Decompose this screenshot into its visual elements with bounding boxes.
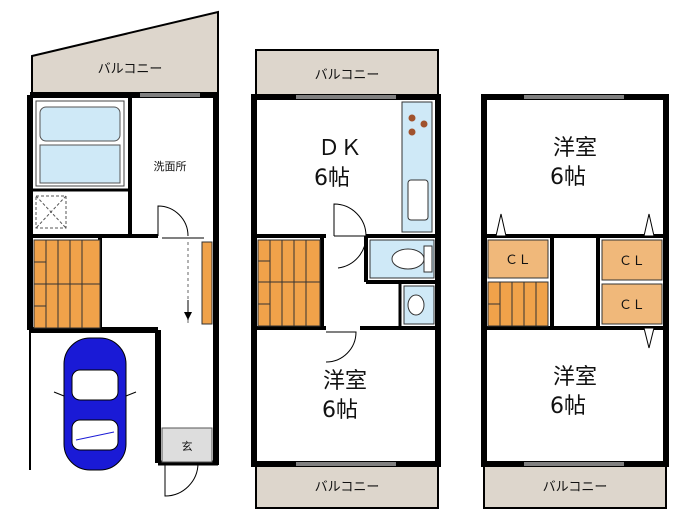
floor2-stair-treads <box>258 240 307 326</box>
floor3-stair-treads <box>488 282 537 326</box>
floor2-balcony-top-label: バルコニー <box>315 68 380 83</box>
bath-floor <box>39 144 121 184</box>
floor1-stair-treads <box>34 240 83 328</box>
entrance-door <box>164 462 199 497</box>
floor-3: バルコニー 洋室 6帖 ＣＬ ＣＬ ＣＬ 洋室 6帖 <box>481 94 669 509</box>
floor2-balcony-bottom <box>255 463 439 509</box>
toilet-bowl <box>391 248 425 270</box>
floor-2: バルコニー バルコニー ＤＫ 6帖 <box>251 49 441 509</box>
room2-label-line2: 6帖 <box>322 398 358 423</box>
room3-top-line2: 6帖 <box>550 165 586 190</box>
toilet-door <box>334 235 367 269</box>
room3-top-line1: 洋室 <box>553 136 597 161</box>
dk-door <box>333 203 367 237</box>
room-door <box>325 331 357 363</box>
floor3-balcony-label: バルコニー <box>543 480 608 495</box>
closet-door-mark <box>643 213 655 237</box>
floor1-balcony-label: バルコニー <box>98 62 163 77</box>
washroom-door <box>157 205 189 237</box>
closet-door-mark <box>495 213 507 237</box>
stove-burner <box>420 120 428 128</box>
floor1-balcony <box>31 10 219 96</box>
room3-bottom-line2: 6帖 <box>550 394 586 419</box>
washing-machine-space <box>35 195 67 229</box>
dk-label-line1: ＤＫ <box>318 136 362 161</box>
toilet-tank <box>423 245 433 273</box>
room3-bottom-line1: 洋室 <box>553 365 597 390</box>
sink <box>407 179 429 221</box>
closet-right-bottom <box>601 283 663 325</box>
wash-basin-bowl <box>407 294 425 316</box>
closet-right-bottom-label: ＣＬ <box>619 298 645 313</box>
closet-left-label: ＣＬ <box>505 253 531 268</box>
closet-left <box>487 239 549 279</box>
closet-right-top-label: ＣＬ <box>619 254 645 269</box>
washroom-label: 洗面所 <box>154 160 187 173</box>
bathtub-basin <box>39 106 121 142</box>
stove-burner <box>408 128 416 136</box>
car-icon <box>53 337 137 471</box>
floor2-balcony-bottom-label: バルコニー <box>315 480 380 495</box>
dk-label-line2: 6帖 <box>314 166 350 191</box>
room2-label-line1: 洋室 <box>323 369 367 394</box>
shoe-cabinet <box>201 241 213 325</box>
closet-right-top <box>601 239 663 281</box>
entrance-box <box>161 427 213 463</box>
closet-door-mark <box>643 327 655 349</box>
entrance-label: 玄 <box>182 439 193 453</box>
stove-burner <box>408 114 416 122</box>
floor-1: バルコニー 洗面所 <box>27 10 219 497</box>
hall-arrow-head <box>184 312 192 320</box>
